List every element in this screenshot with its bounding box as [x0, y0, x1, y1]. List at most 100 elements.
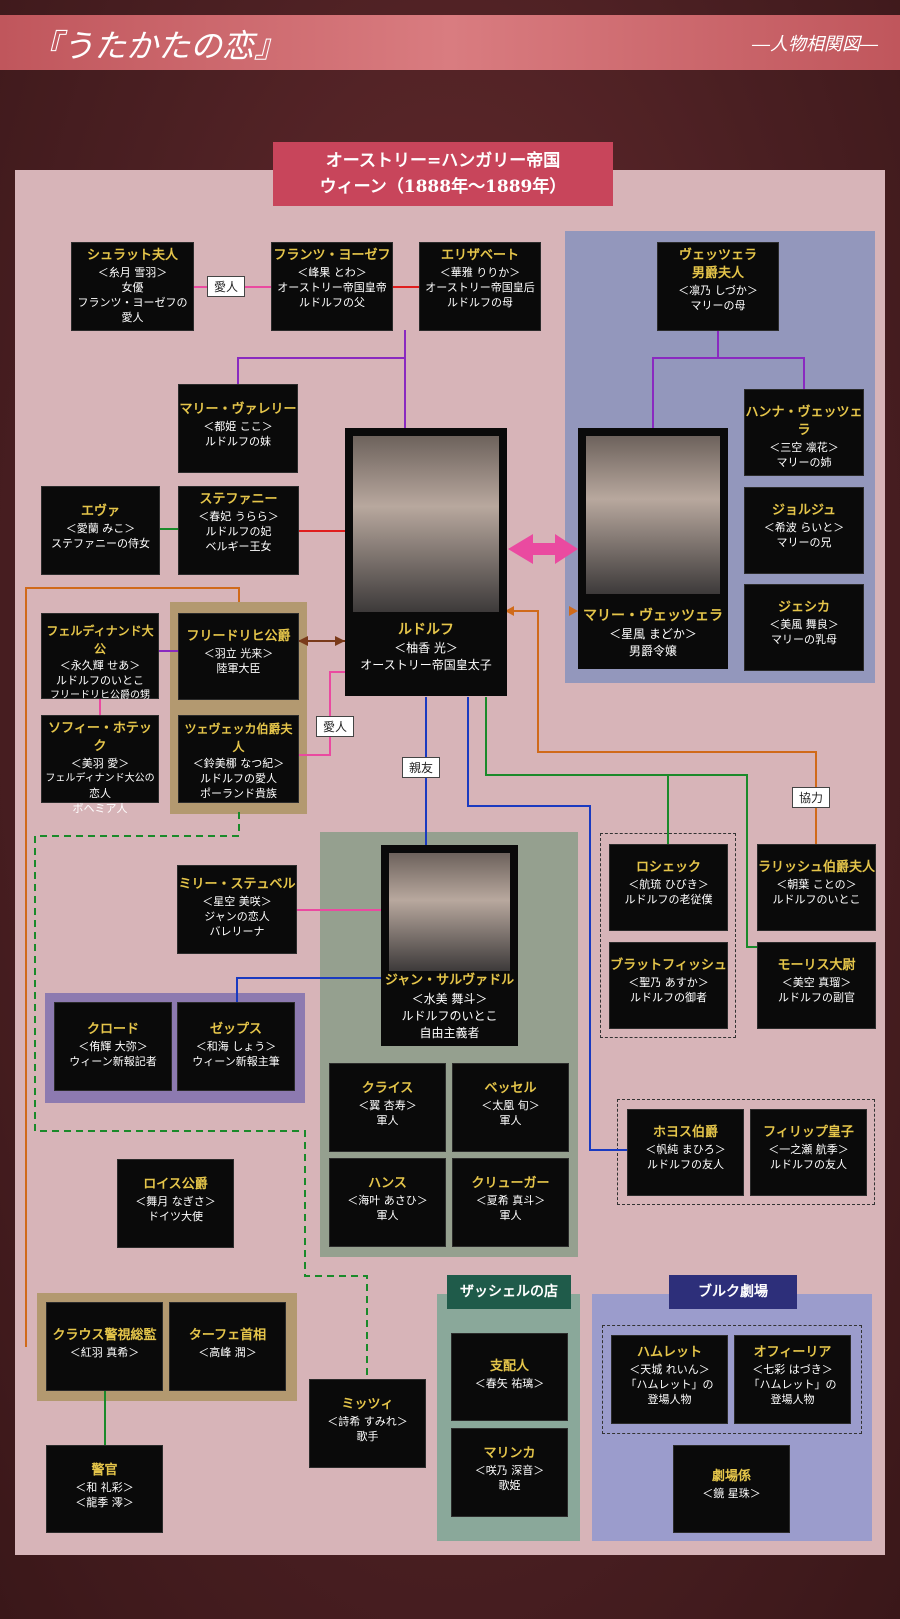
schratt-role-2: フランツ・ヨーゼフの: [77, 296, 188, 309]
card-tzveczka[interactable]: ツェヴェッカ伯爵夫人 ＜鈴美梛 なつ紀＞ ルドルフの愛人 ポーランド貴族: [179, 716, 298, 802]
card-loschek[interactable]: ロシェック ＜航琉 ひびき＞ ルドルフの老従僕: [610, 845, 727, 930]
hanna-name: ハンナ・ヴェッツェラ: [745, 405, 863, 438]
zeps-actor: ＜和海 しょう＞: [195, 1040, 277, 1053]
jessica-role: マリーの乳母: [771, 633, 837, 646]
card-kruger[interactable]: クリューガー ＜夏希 真斗＞ 軍人: [453, 1159, 568, 1246]
sophie-role-2: 恋人: [89, 787, 111, 800]
philipp-role: ルドルフの友人: [770, 1158, 847, 1171]
valerie-actor: ＜都姫 ここ＞: [203, 420, 273, 433]
card-taaffe[interactable]: ターフェ首相 ＜高峰 潤＞: [170, 1303, 285, 1390]
card-kreis[interactable]: クライス ＜翼 杏寿＞ 軍人: [330, 1064, 445, 1151]
larisch-actor: ＜朝葉 ことの＞: [776, 878, 857, 891]
card-krauss[interactable]: クラウス警視総監 ＜紅羽 真希＞: [47, 1303, 162, 1390]
ophelia-role-2: 登場人物: [770, 1393, 815, 1406]
page-subtitle: ―人物相関図―: [752, 34, 878, 55]
friedrich-role: 陸軍大臣: [216, 662, 261, 675]
ophelia-actor: ＜七彩 はづき＞: [752, 1363, 833, 1376]
georges-name: ジョルジュ: [771, 503, 837, 518]
card-zeps[interactable]: ゼップス ＜和海 しょう＞ ウィーン新報主筆: [178, 1003, 294, 1090]
hamlet-role: 「ハムレット」の: [625, 1378, 714, 1391]
jean-role-2: 自由主義者: [419, 1026, 480, 1040]
card-baroness[interactable]: ヴェッツェラ 男爵夫人 ＜凛乃 しづか＞ マリーの母: [658, 243, 778, 330]
card-hans[interactable]: ハンス ＜海叶 あさひ＞ 軍人: [330, 1159, 445, 1246]
reuss-name: ロイス公爵: [143, 1177, 208, 1192]
jessica-name: ジェシカ: [777, 600, 830, 615]
baroness-name: ヴェッツェラ: [678, 248, 757, 263]
jean-card[interactable]: ジャン・サルヴァドル ＜水美 舞斗＞ ルドルフのいとこ 自由主義者: [381, 845, 518, 1046]
elisabeth-name: エリザベート: [440, 248, 519, 263]
marinka-role: 歌姫: [498, 1479, 521, 1492]
card-larisch[interactable]: ラリッシュ伯爵夫人 ＜朝葉 ことの＞ ルドルフのいとこ: [758, 845, 875, 930]
mizzi-actor: ＜星空 美咲＞: [202, 895, 272, 908]
mizzi-name: ミリー・ステュベル: [178, 877, 296, 892]
ferdinand-actor: ＜永久輝 せあ＞: [59, 659, 141, 672]
rudolf-portrait: [353, 436, 499, 612]
tzveczka-name: ツェヴェッカ伯爵夫人: [184, 722, 293, 754]
hanna-role: マリーの姉: [776, 456, 832, 469]
marinka-name: マリンカ: [483, 1446, 536, 1461]
mizzi-role: ジャンの恋人: [204, 910, 270, 923]
stagehand-actor: ＜鏡 星珠＞: [702, 1487, 761, 1500]
card-valerie[interactable]: マリー・ヴァレリー ＜都姫 ここ＞ ルドルフの妹: [179, 385, 297, 472]
bratfisch-name: ブラットフィッシュ: [610, 958, 727, 973]
card-jessica[interactable]: ジェシカ ＜美風 舞良＞ マリーの乳母: [745, 585, 863, 670]
card-claude[interactable]: クロード ＜侑輝 大弥＞ ウィーン新報記者: [55, 1003, 171, 1090]
elisabeth-role: オーストリー帝国皇后: [425, 281, 535, 294]
card-marinka[interactable]: マリンカ ＜咲乃 深音＞ 歌姫: [452, 1429, 567, 1516]
card-hoyos[interactable]: ホヨス伯爵 ＜帆純 まひろ＞ ルドルフの友人: [628, 1110, 743, 1195]
schratt-role-3: 愛人: [121, 311, 144, 324]
card-hanna[interactable]: ハンナ・ヴェッツェラ ＜三空 凛花＞ マリーの姉: [745, 390, 863, 475]
marie-card[interactable]: マリー・ヴェッツェラ ＜星風 まどか＞ 男爵令嬢: [578, 428, 728, 669]
elisabeth-role-2: ルドルフの母: [447, 296, 513, 309]
card-mizzi[interactable]: ミリー・ステュベル ＜星空 美咲＞ ジャンの恋人 バレリーナ: [178, 866, 296, 953]
card-hamlet[interactable]: ハムレット ＜天城 れいん＞ 「ハムレット」の 登場人物: [612, 1336, 727, 1423]
mitzi-name: ミッツィ: [341, 1397, 394, 1412]
card-sophie[interactable]: ソフィー・ホテック ＜美羽 愛＞ フェルディナンド大公の 恋人 ボヘミア人: [42, 716, 158, 815]
card-stagehand[interactable]: 劇場係 ＜鏡 星珠＞: [674, 1446, 789, 1532]
maurice-role: ルドルフの副官: [778, 991, 855, 1004]
card-reuss[interactable]: ロイス公爵 ＜舞月 なぎさ＞ ドイツ大使: [118, 1160, 233, 1247]
rudolf-card[interactable]: ルドルフ ＜柚香 光＞ オーストリー帝国皇太子: [345, 428, 507, 696]
hamlet-dashed-box: [602, 1325, 862, 1434]
marie-portrait: [586, 436, 720, 594]
tzveczka-actor: ＜鈴美梛 なつ紀＞: [192, 757, 285, 770]
card-mitzi[interactable]: ミッツィ ＜詩希 すみれ＞ 歌手: [310, 1380, 425, 1467]
franz-role: オーストリー帝国皇帝: [277, 281, 387, 294]
eva-name: エヴァ: [80, 504, 120, 519]
card-police[interactable]: 警官 ＜和 礼彩＞ ＜龍季 澪＞: [47, 1446, 162, 1532]
eva-role: ステファニーの侍女: [51, 537, 150, 550]
rudolf-name: ルドルフ: [398, 622, 454, 638]
card-wessel[interactable]: ベッセル ＜太凰 旬＞ 軍人: [453, 1064, 568, 1151]
franz-name: フランツ・ヨーゼフ: [273, 248, 391, 263]
stephanie-name: ステファニー: [199, 492, 278, 507]
card-maurice[interactable]: モーリス大尉 ＜美空 真瑠＞ ルドルフの副官: [758, 943, 875, 1028]
ferdinand-role-2: フリードリヒ公爵の甥: [50, 690, 150, 701]
manager-actor: ＜春矢 祐璃＞: [474, 1377, 545, 1390]
card-franz[interactable]: フランツ・ヨーゼフ ＜峰果 とわ＞ オーストリー帝国皇帝 ルドルフの父: [272, 243, 392, 330]
card-georges[interactable]: ジョルジュ ＜希波 らいと＞ マリーの兄: [745, 488, 863, 573]
card-philipp[interactable]: フィリップ皇子 ＜一之瀬 航季＞ ルドルフの友人: [751, 1110, 866, 1195]
hoyos-role: ルドルフの友人: [647, 1158, 724, 1171]
claude-name: クロード: [86, 1022, 139, 1037]
mitzi-role: 歌手: [356, 1430, 379, 1443]
cooperation-tag: 協力: [792, 787, 831, 808]
card-friedrich[interactable]: フリードリヒ公爵 ＜羽立 光来＞ 陸軍大臣: [179, 614, 298, 699]
card-elisabeth[interactable]: エリザベート ＜華雅 りりか＞ オーストリー帝国皇后 ルドルフの母: [420, 243, 540, 330]
card-ferdinand[interactable]: フェルディナンド大公 ＜永久輝 せあ＞ ルドルフのいとこ フリードリヒ公爵の甥: [42, 614, 158, 701]
card-ophelia[interactable]: オフィーリア ＜七彩 はづき＞ 「ハムレット」の 登場人物: [735, 1336, 850, 1423]
card-schratt[interactable]: シュラット夫人 ＜糸月 雪羽＞ 女優 フランツ・ヨーゼフの 愛人: [72, 243, 193, 330]
title-banner: 『うたかたの恋』 ―人物相関図―: [0, 15, 900, 70]
burg-label: ブルク劇場: [669, 1275, 797, 1309]
rudolf-role: オーストリー帝国皇太子: [360, 658, 492, 672]
hans-role: 軍人: [376, 1209, 399, 1222]
card-bratfisch[interactable]: ブラットフィッシュ ＜聖乃 あすか＞ ルドルフの御者: [610, 943, 727, 1028]
card-stephanie[interactable]: ステファニー ＜春妃 うらら＞ ルドルフの妃 ベルギー王女: [179, 487, 298, 574]
sophie-role-3: ボヘミア人: [72, 802, 128, 815]
friend-tag: 親友: [402, 757, 441, 778]
elisabeth-actor: ＜華雅 りりか＞: [439, 266, 521, 279]
card-eva[interactable]: エヴァ ＜愛蘭 みこ＞ ステファニーの侍女: [42, 487, 159, 574]
krauss-name: クラウス警視総監: [52, 1328, 157, 1343]
hamlet-name: ハムレット: [636, 1345, 702, 1360]
friedrich-actor: ＜羽立 光来＞: [203, 647, 274, 660]
card-manager[interactable]: 支配人 ＜春矢 祐璃＞: [452, 1334, 567, 1420]
